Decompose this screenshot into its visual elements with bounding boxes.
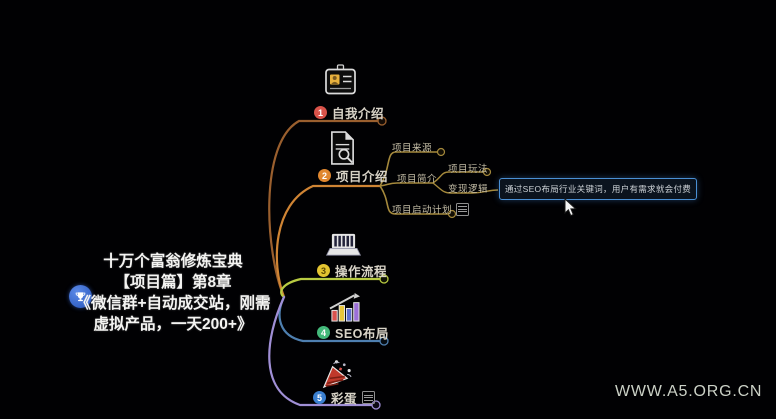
subtopic-project-brief[interactable]: 项目简介 — [397, 174, 438, 185]
id-badge-icon[interactable] — [322, 64, 359, 98]
selected-note-node[interactable]: 通过SEO布局行业关键词，用户有需求就会付费 — [499, 178, 698, 200]
root-topic-line: 十万个富翁修炼宝典 — [103, 253, 243, 270]
root-topic-line: 虚拟产品，一天200+》 — [93, 316, 253, 333]
marker-number-5[interactable]: 5 — [313, 391, 326, 404]
party-popper-icon[interactable] — [317, 356, 355, 391]
collapse-handle-branch1[interactable] — [377, 116, 387, 126]
trophy-badge-icon[interactable] — [69, 285, 92, 308]
topic-label: SEO布局 — [335, 327, 389, 341]
topic-label: 操作流程 — [335, 265, 388, 279]
site-watermark: WWW.A5.ORG.CN — [615, 383, 763, 400]
mouse-cursor — [564, 197, 577, 222]
subtopic-monetize-logic[interactable]: 变现逻辑 — [448, 184, 489, 195]
notes-icon[interactable] — [362, 391, 376, 404]
topic-label: 彩蛋 — [331, 392, 358, 406]
topic-seo-layout[interactable]: 4 SEO布局 — [317, 323, 389, 342]
root-topic[interactable]: 十万个富翁修炼宝典 【项目篇】第8章 《微信群+自动成交站，刚需 虚拟产品，一天… — [52, 251, 294, 335]
subtopic-label: 项目启动计划 — [392, 205, 453, 216]
collapse-handle-source[interactable] — [436, 147, 446, 157]
topic-project-intro[interactable]: 2 项目介绍 — [318, 166, 388, 185]
collapse-handle-branch3[interactable] — [379, 274, 389, 284]
marker-number-1[interactable]: 1 — [314, 106, 327, 119]
notes-icon[interactable] — [456, 202, 470, 216]
topic-easter-egg[interactable]: 5 彩蛋 — [313, 388, 376, 407]
collapse-handle-branch4[interactable] — [379, 336, 389, 346]
marker-number-4[interactable]: 4 — [317, 326, 330, 339]
topic-operation-flow[interactable]: 3 操作流程 — [317, 261, 387, 280]
document-search-icon[interactable] — [328, 130, 357, 166]
topic-label: 项目介绍 — [336, 170, 389, 184]
subtopic-project-play[interactable]: 项目玩法 — [448, 164, 489, 175]
marker-number-2[interactable]: 2 — [318, 169, 331, 182]
marker-number-3[interactable]: 3 — [317, 264, 330, 277]
collapse-handle-play[interactable] — [482, 167, 492, 177]
topic-self-intro[interactable]: 1 自我介绍 — [314, 103, 384, 122]
topic-label: 自我介绍 — [332, 107, 385, 121]
subtopic-launch-plan[interactable]: 项目启动计划 — [392, 202, 470, 216]
root-topic-line: 【项目篇】第8章 — [114, 274, 232, 291]
collapse-handle-plan[interactable] — [447, 209, 457, 219]
keyboard-icon[interactable] — [325, 231, 362, 261]
subtopic-project-source[interactable]: 项目来源 — [392, 143, 433, 154]
root-topic-line: 《微信群+自动成交站，刚需 — [75, 295, 271, 312]
bar-chart-icon[interactable] — [325, 292, 364, 323]
